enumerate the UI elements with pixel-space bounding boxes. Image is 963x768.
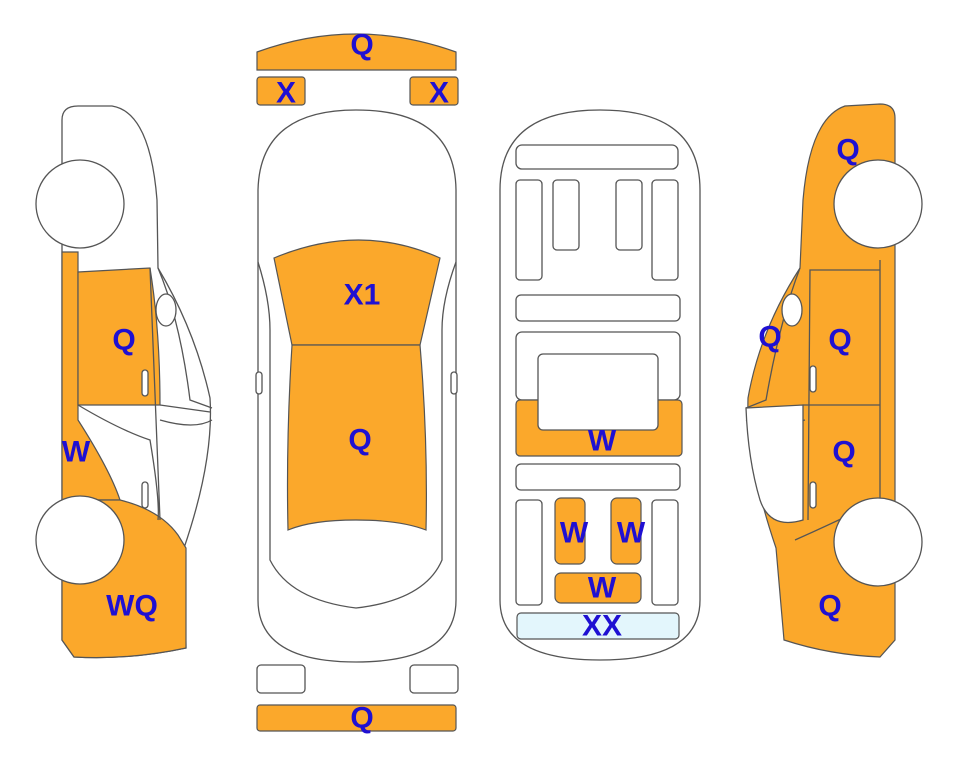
left-rear-wheel (35, 495, 125, 585)
underbody-view: W W W W XX (499, 109, 701, 661)
right-front-door-label: Q (828, 324, 851, 357)
right-front-fender-label: Q (836, 134, 859, 167)
roof-label: Q (348, 424, 371, 457)
right-side-lower-window (745, 404, 804, 524)
underbody-tail-panel[interactable] (516, 612, 680, 640)
right-side-view: Q Q Q Q Q (745, 103, 923, 658)
left-side-mirror (155, 293, 177, 327)
rear-bumper-panel[interactable] (256, 704, 457, 732)
roof-panel[interactable] (286, 344, 427, 531)
underbody-rail-left-inner (552, 179, 580, 251)
right-front-wheel (833, 159, 923, 249)
left-front-door-label: Q (112, 324, 135, 357)
underbody-rear-rail-right (651, 499, 679, 606)
headlight-left-panel[interactable] (256, 76, 306, 106)
left-side-door-line (77, 267, 161, 521)
front-bumper-panel[interactable] (256, 33, 457, 71)
underbody-left-label: W (560, 517, 589, 550)
left-side-window-line (157, 267, 213, 426)
right-rear-quarter-label: Q (818, 590, 841, 623)
right-a-pillar-label: Q (758, 321, 781, 354)
front-bumper-label: Q (350, 29, 373, 62)
left-rear-door-handle-icon (141, 481, 149, 509)
hood-panel[interactable] (273, 239, 441, 346)
underbody-tail-label: XX (582, 610, 622, 643)
top-mirror-right (450, 371, 458, 395)
top-view: Q X X X1 Q Q (255, 29, 459, 735)
left-front-door-handle-icon (141, 369, 149, 397)
underbody-rear-panel[interactable] (554, 572, 642, 604)
top-mirror-left (255, 371, 263, 395)
underbody-right-label: W (617, 517, 646, 550)
underbody-rear-label: W (588, 572, 617, 605)
right-side-mirror (781, 293, 803, 327)
underbody-front-bar (515, 144, 679, 170)
right-rear-wheel (833, 497, 923, 587)
underbody-rail-left-outer (515, 179, 543, 281)
underbody-right-panel[interactable] (610, 497, 642, 565)
left-rear-quarter-label: WQ (106, 590, 158, 623)
underbody-cross-bar (515, 294, 681, 322)
headlight-right-panel[interactable] (409, 76, 459, 106)
underbody-left-panel[interactable] (554, 497, 586, 565)
underbody-tunnel (537, 353, 659, 431)
left-side-view: W Q WQ (35, 105, 213, 659)
right-rear-door-label: Q (832, 436, 855, 469)
underbody-rail-right-outer (651, 179, 679, 281)
taillight-left (256, 664, 306, 694)
right-rear-door-handle-icon (809, 481, 817, 509)
taillight-right (409, 664, 459, 694)
hood-label: X1 (344, 279, 381, 312)
rear-bumper-label: Q (350, 702, 373, 735)
left-front-wheel (35, 159, 125, 249)
left-front-door-panel[interactable] (77, 267, 161, 406)
headlight-left-label: X (276, 77, 296, 110)
underbody-rear-rail-left (515, 499, 543, 606)
headlight-right-label: X (429, 77, 449, 110)
underbody-rear-bar (515, 463, 681, 491)
underbody-rail-right-inner (615, 179, 643, 251)
underbody-mid-label: W (588, 425, 617, 458)
right-front-door-handle-icon (809, 365, 817, 393)
top-windshield-line (257, 261, 457, 609)
left-fender-label: W (62, 436, 91, 469)
